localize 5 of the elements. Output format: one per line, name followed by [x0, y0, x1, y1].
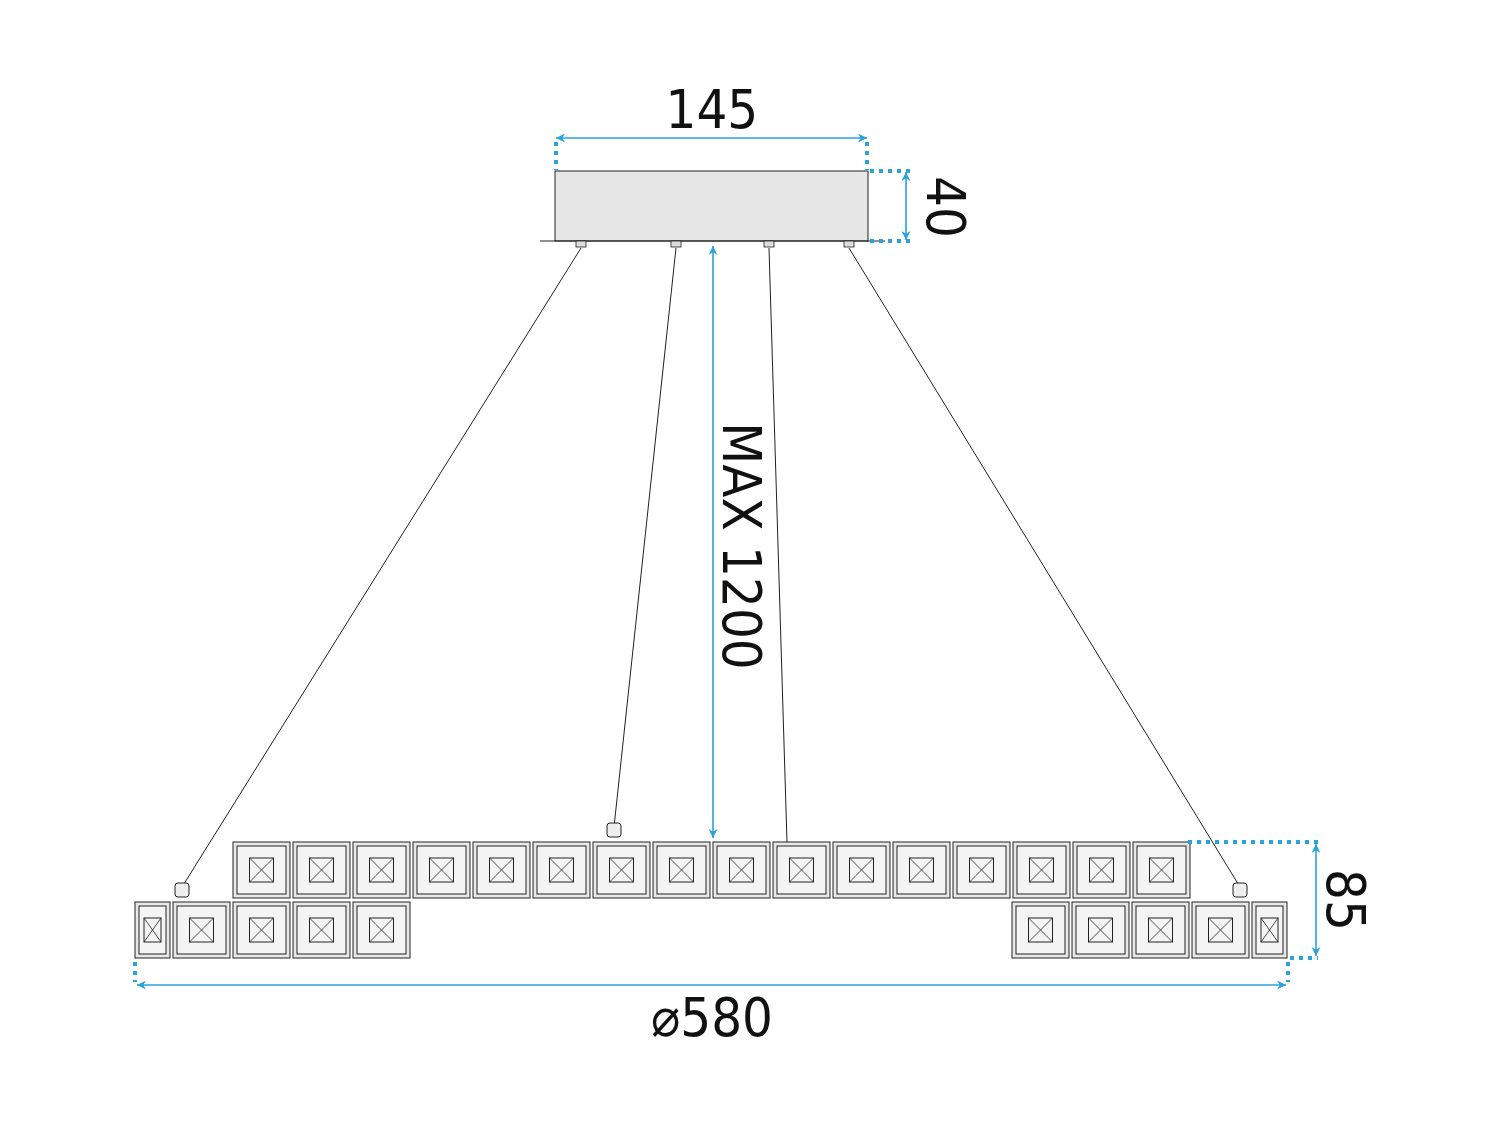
- dimension-value: MAX 1200: [713, 422, 768, 670]
- dimension-value: 40: [917, 176, 972, 238]
- diameter-dimension-value: ⌀580: [651, 991, 773, 1045]
- dimension-value: 145: [665, 83, 759, 137]
- dimension-value: 85: [1317, 869, 1372, 931]
